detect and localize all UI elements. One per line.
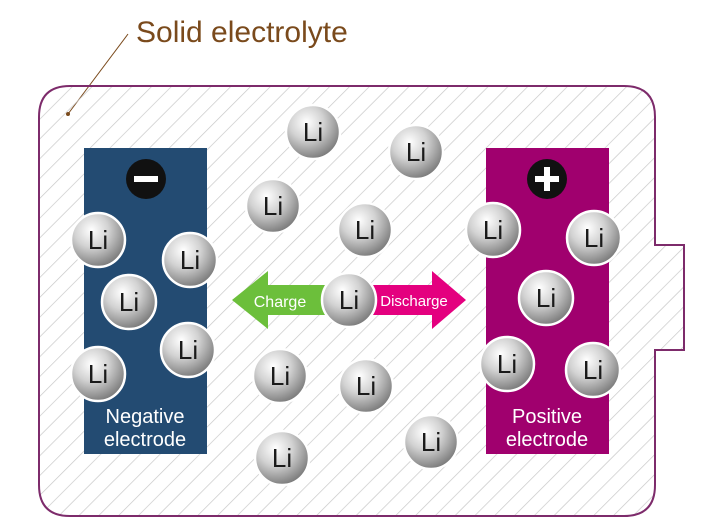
li-ion: Li [320, 271, 378, 329]
li-ion-label: Li [303, 117, 323, 147]
li-ion: Li [402, 413, 460, 471]
li-ion-sphere [337, 357, 395, 415]
li-ion: Li [464, 201, 522, 259]
li-ion-sphere [251, 347, 309, 405]
negative-electrode-label-line2: electrode [104, 429, 186, 451]
li-ion: Li [69, 211, 127, 269]
li-ion-label: Li [356, 371, 376, 401]
li-ion: Li [478, 335, 536, 393]
li-ion-sphere [100, 273, 158, 331]
li-ion-label: Li [406, 137, 426, 167]
li-ion-sphere [284, 103, 342, 161]
li-ion-label: Li [584, 223, 604, 253]
positive-electrode-label-line2: electrode [506, 429, 588, 451]
li-ion-label: Li [483, 215, 503, 245]
li-ion-sphere [69, 211, 127, 269]
li-ion: Li [69, 345, 127, 403]
li-ion-label: Li [339, 285, 359, 315]
li-ion-label: Li [583, 355, 603, 385]
li-ion: Li [564, 341, 622, 399]
li-ion-label: Li [119, 287, 139, 317]
li-ion-label: Li [536, 283, 556, 313]
li-ion: Li [159, 321, 217, 379]
li-ion: Li [253, 429, 311, 487]
li-ion-sphere [336, 201, 394, 259]
li-ion: Li [387, 123, 445, 181]
li-ion-sphere [69, 345, 127, 403]
li-ion-label: Li [263, 191, 283, 221]
li-ion: Li [336, 201, 394, 259]
li-ion-label: Li [178, 335, 198, 365]
li-ion-sphere [159, 321, 217, 379]
li-ion-label: Li [497, 349, 517, 379]
li-ion: Li [337, 357, 395, 415]
li-ion-label: Li [270, 361, 290, 391]
discharge-arrow: Discharge [370, 271, 466, 329]
li-ion-label: Li [88, 359, 108, 389]
li-ion-sphere [253, 429, 311, 487]
li-ion: Li [517, 269, 575, 327]
li-ion-sphere [564, 341, 622, 399]
li-ion: Li [161, 231, 219, 289]
li-ion: Li [244, 177, 302, 235]
positive-electrode: Positive electrode [486, 148, 609, 454]
plus-icon [527, 159, 567, 199]
li-ion: Li [284, 103, 342, 161]
li-ion-sphere [478, 335, 536, 393]
minus-icon [126, 159, 166, 199]
li-ion-sphere [464, 201, 522, 259]
diagram-title: Solid electrolyte [136, 16, 348, 49]
li-ion: Li [100, 273, 158, 331]
li-ion-sphere [320, 271, 378, 329]
li-ion: Li [251, 347, 309, 405]
li-ion: Li [565, 209, 623, 267]
charge-label: Charge [254, 294, 307, 311]
li-ion-sphere [565, 209, 623, 267]
li-ion-label: Li [88, 225, 108, 255]
li-ion-label: Li [421, 427, 441, 457]
charge-arrow: Charge [232, 271, 330, 329]
discharge-label: Discharge [380, 293, 448, 310]
li-ion-label: Li [272, 443, 292, 473]
li-ion-label: Li [355, 215, 375, 245]
li-ion-sphere [387, 123, 445, 181]
li-ion-sphere [402, 413, 460, 471]
li-ion-sphere [244, 177, 302, 235]
negative-electrode-label-line1: Negative [106, 406, 185, 428]
positive-electrode-label-line1: Positive [512, 406, 582, 428]
li-ion-label: Li [180, 245, 200, 275]
li-ion-sphere [517, 269, 575, 327]
li-ion-sphere [161, 231, 219, 289]
